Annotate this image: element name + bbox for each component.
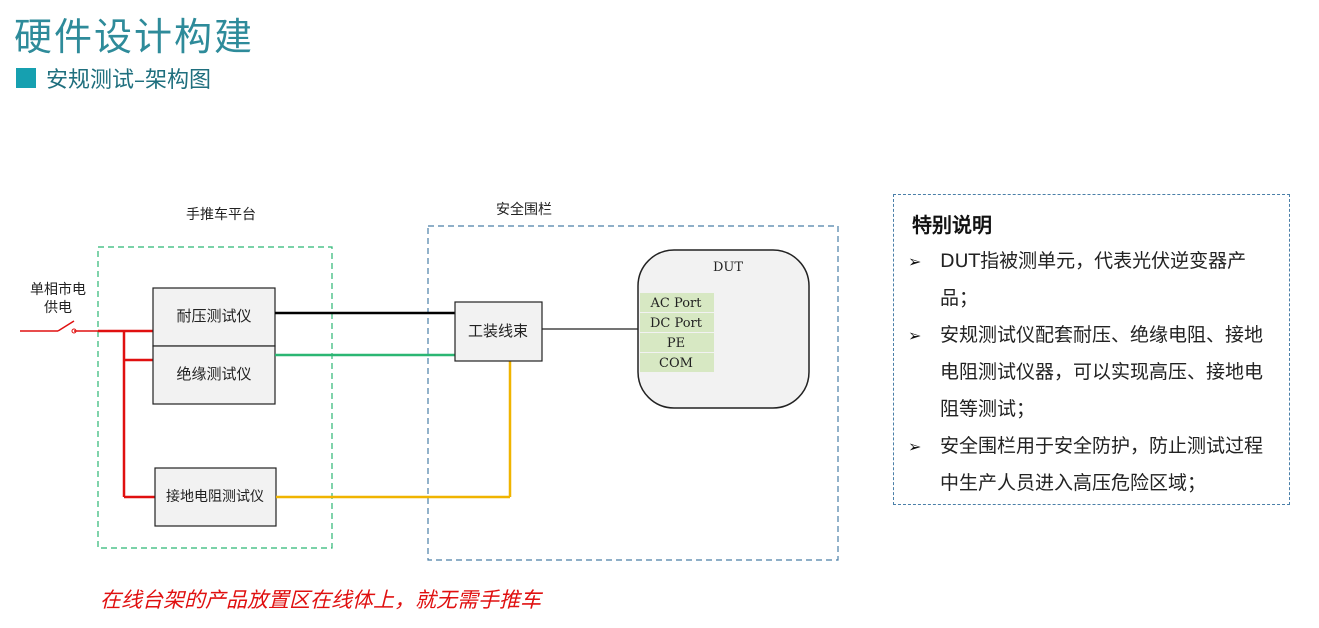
arrow-bullet-icon: ➢ xyxy=(908,437,922,456)
cart-platform-box xyxy=(97,246,333,549)
port-dc-label: DC Port xyxy=(650,316,703,331)
dut-title: DUT xyxy=(713,260,743,275)
port-com-label: COM xyxy=(659,356,693,371)
note-title: 特别说明 xyxy=(912,213,992,237)
dut-ports: AC Port DC Port PE COM xyxy=(640,293,714,372)
port-ac-label: AC Port xyxy=(650,296,703,311)
port-com xyxy=(640,353,714,372)
switch-icon xyxy=(20,320,98,334)
yellow-wire xyxy=(276,361,512,499)
note-item: ➢ 安全围栏用于安全防护，防止测试过程中生产人员进入高压危险区域； xyxy=(908,428,1278,502)
note-list: ➢ DUT指被测单元，代表光伏逆变器产品； ➢ 安规测试仪配套耐压、绝缘电阻、接… xyxy=(908,243,1278,502)
port-ac xyxy=(640,293,714,312)
note-item: ➢ 安规测试仪配套耐压、绝缘电阻、接地电阻测试仪器，可以实现高压、接地电阻等测试… xyxy=(908,317,1278,428)
note-item-text: 安全围栏用于安全防护，防止测试过程中生产人员进入高压危险区域； xyxy=(940,435,1264,494)
harness-label: 工装线束 xyxy=(468,322,528,340)
harness-box xyxy=(454,301,543,362)
subtitle-square-icon xyxy=(16,68,36,88)
port-dc xyxy=(640,313,714,332)
page-subtitle: 安规测试–架构图 xyxy=(46,68,212,93)
note-item: ➢ DUT指被测单元，代表光伏逆变器产品； xyxy=(908,243,1278,317)
special-note-panel: 特别说明 ➢ DUT指被测单元，代表光伏逆变器产品； ➢ 安规测试仪配套耐压、绝… xyxy=(893,194,1290,505)
power-source-label-line1: 单相市电 xyxy=(30,281,86,298)
footer-remark: 在线台架的产品放置区在线体上，就无需手推车 xyxy=(100,588,541,612)
hipot-tester-box xyxy=(152,287,276,347)
page-title: 硬件设计构建 xyxy=(14,15,255,59)
safety-fence-label: 安全围栏 xyxy=(496,201,552,218)
insulation-tester-box xyxy=(152,345,276,405)
insulation-tester-label: 绝缘测试仪 xyxy=(176,365,251,383)
hipot-tester-label: 耐压测试仪 xyxy=(176,307,251,325)
power-source-label-line2: 供电 xyxy=(44,300,72,316)
red-power-wire xyxy=(98,329,155,499)
safety-fence-box xyxy=(427,225,839,561)
arrow-bullet-icon: ➢ xyxy=(908,326,922,345)
port-pe xyxy=(640,333,714,352)
ground-tester-box xyxy=(154,467,277,527)
arrow-bullet-icon: ➢ xyxy=(908,252,922,271)
cart-platform-label: 手推车平台 xyxy=(186,206,256,223)
note-item-text: DUT指被测单元，代表光伏逆变器产品； xyxy=(940,250,1247,309)
port-pe-label: PE xyxy=(667,336,685,351)
note-item-text: 安规测试仪配套耐压、绝缘电阻、接地电阻测试仪器，可以实现高压、接地电阻等测试； xyxy=(940,324,1264,420)
ground-tester-label: 接地电阻测试仪 xyxy=(166,488,264,505)
subtitle-row: 安规测试–架构图 xyxy=(16,62,211,94)
